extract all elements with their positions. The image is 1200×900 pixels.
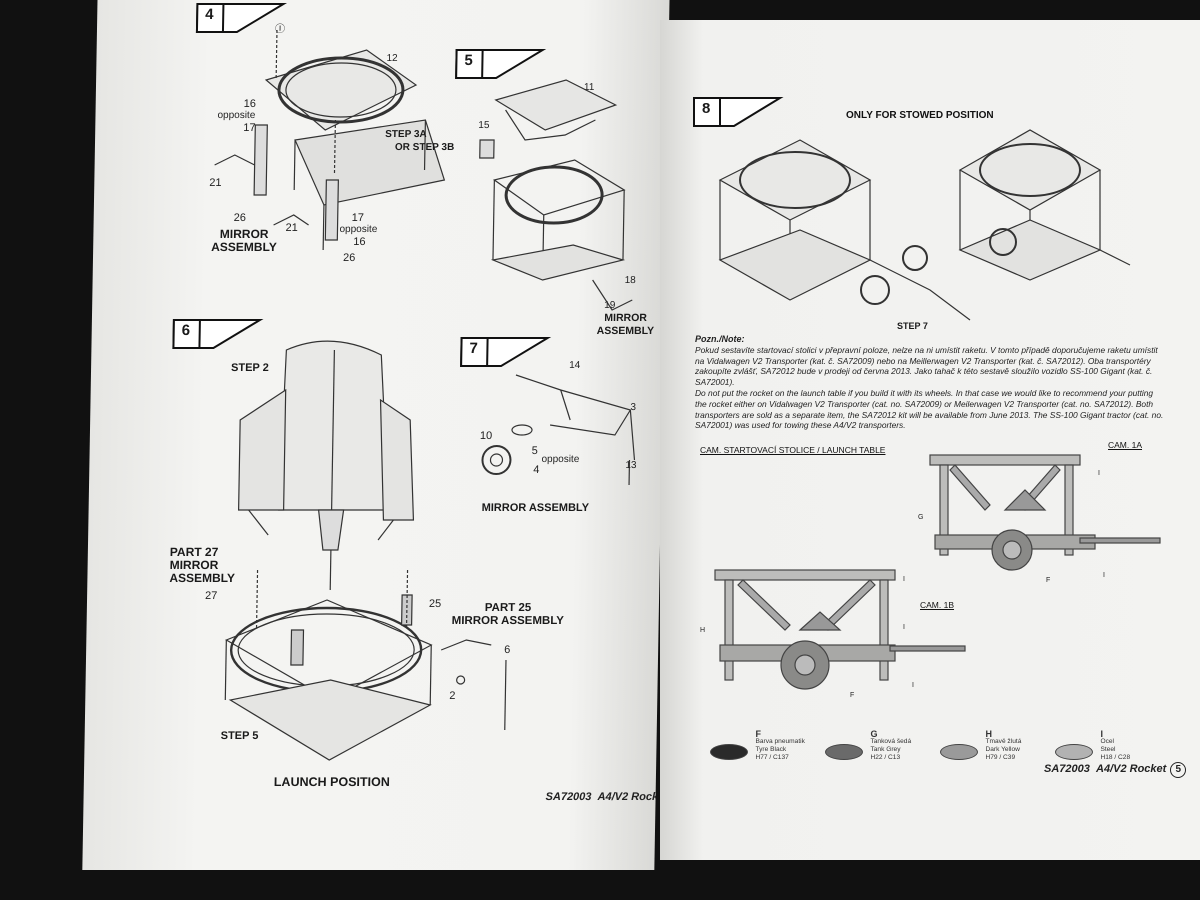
step-5-flag xyxy=(455,49,547,79)
step-6-flag xyxy=(172,319,264,349)
step-4-drawing xyxy=(214,30,446,250)
left-footer: SA72003 A4/V2 Rocket4 xyxy=(545,790,669,806)
step-8-number: 8 xyxy=(702,100,711,117)
right-page: 8 ONLY FOR STOWED POSITION STEP 7 Pozn./… xyxy=(660,20,1200,860)
step-5-drawing xyxy=(479,79,633,311)
swatch-f-color xyxy=(710,744,748,760)
step-7-flag xyxy=(460,337,552,367)
step-4-flag xyxy=(195,3,288,33)
swatch-h-color xyxy=(940,744,978,760)
step-6-rocket-drawing xyxy=(224,340,507,761)
step-8-stowed-drawing xyxy=(718,129,1131,321)
step-7-trailer-drawing xyxy=(481,374,636,485)
left-page: 4 Ⓘ 12 16 opposite 17 21 26 STEP 3A OR S… xyxy=(82,0,670,870)
step-8-flag xyxy=(693,97,784,127)
note-block: Pozn./Note: Pokud sestavíte startovací s… xyxy=(695,334,1164,431)
swatch-i-color xyxy=(1055,744,1093,760)
swatch-g-color xyxy=(825,744,863,760)
cam-drawings xyxy=(714,454,1161,690)
